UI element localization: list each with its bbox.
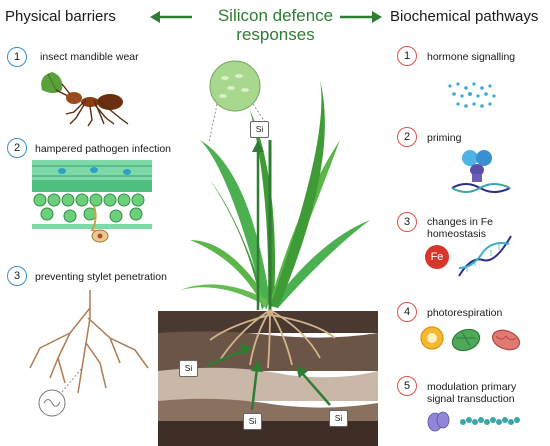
pathway-label-5-line-1: modulation primary (427, 381, 517, 393)
si-tag-left-soil: Si (179, 360, 198, 377)
fe-ion-icon: Fe (425, 245, 449, 269)
leaf-cells-icon (32, 160, 152, 243)
pathway-label-5: modulation primary signal transduction (427, 381, 516, 405)
plant (180, 80, 370, 369)
soil-panel (158, 311, 378, 446)
pathway-number-5: 5 (397, 376, 417, 396)
si-tag-bottom-soil: Si (243, 413, 262, 430)
organelles-icon (420, 326, 521, 352)
hormone-dots-icon (448, 82, 496, 108)
dna-helix-icon (458, 235, 512, 277)
pathway-label-1-line-1: hormone signalling (427, 51, 516, 63)
pathway-label-4: photorespiration (427, 307, 502, 319)
fe-label: Fe (430, 251, 444, 263)
left-arrow (150, 11, 192, 23)
priming-icon (451, 150, 511, 193)
title-line-2: responses (236, 25, 315, 44)
physical-barriers-heading: Physical barriers (5, 8, 116, 25)
pathway-label-1: hormone signalling (427, 51, 515, 63)
barrier-number-2: 2 (7, 138, 27, 158)
leaf-detail-icon (208, 60, 266, 143)
pathway-label-5-line-2: signal transduction (427, 393, 515, 405)
barrier-label-2: hampered pathogen infection (35, 143, 172, 155)
plant-roots (209, 309, 336, 369)
ant-icon (41, 72, 129, 127)
biochemical-pathways-heading: Biochemical pathways (390, 8, 539, 25)
barrier-number-3: 3 (7, 266, 27, 286)
root-stylet-icon (29, 290, 149, 417)
pathway-label-4-line-1: photorespiration (427, 307, 503, 319)
right-arrow (340, 11, 382, 23)
pathway-label-3-line-2: homeostasis (427, 228, 486, 240)
signal-transduction-icon (427, 411, 520, 432)
barrier-label-3: preventing stylet penetration (35, 271, 167, 283)
pathway-label-3-line-1: changes in Fe (427, 216, 493, 228)
pathway-number-2: 2 (397, 127, 417, 147)
pathway-label-2: priming (427, 132, 461, 144)
pathway-number-4: 4 (397, 302, 417, 322)
barrier-label-1: insect mandible wear (40, 51, 139, 63)
si-tag-leaf: Si (250, 121, 269, 138)
pathway-label-3: changes in Fe homeostasis (427, 216, 493, 240)
si-tag-right-soil: Si (329, 410, 348, 427)
pathway-number-1: 1 (397, 46, 417, 66)
barrier-number-1: 1 (7, 47, 27, 67)
pathway-label-2-line-1: priming (427, 132, 462, 144)
title-line-1: Silicon defence (217, 6, 334, 25)
diagram-title: Silicon defence responses (188, 6, 363, 44)
pathway-number-3: 3 (397, 212, 417, 232)
heading-arrows (150, 11, 382, 23)
